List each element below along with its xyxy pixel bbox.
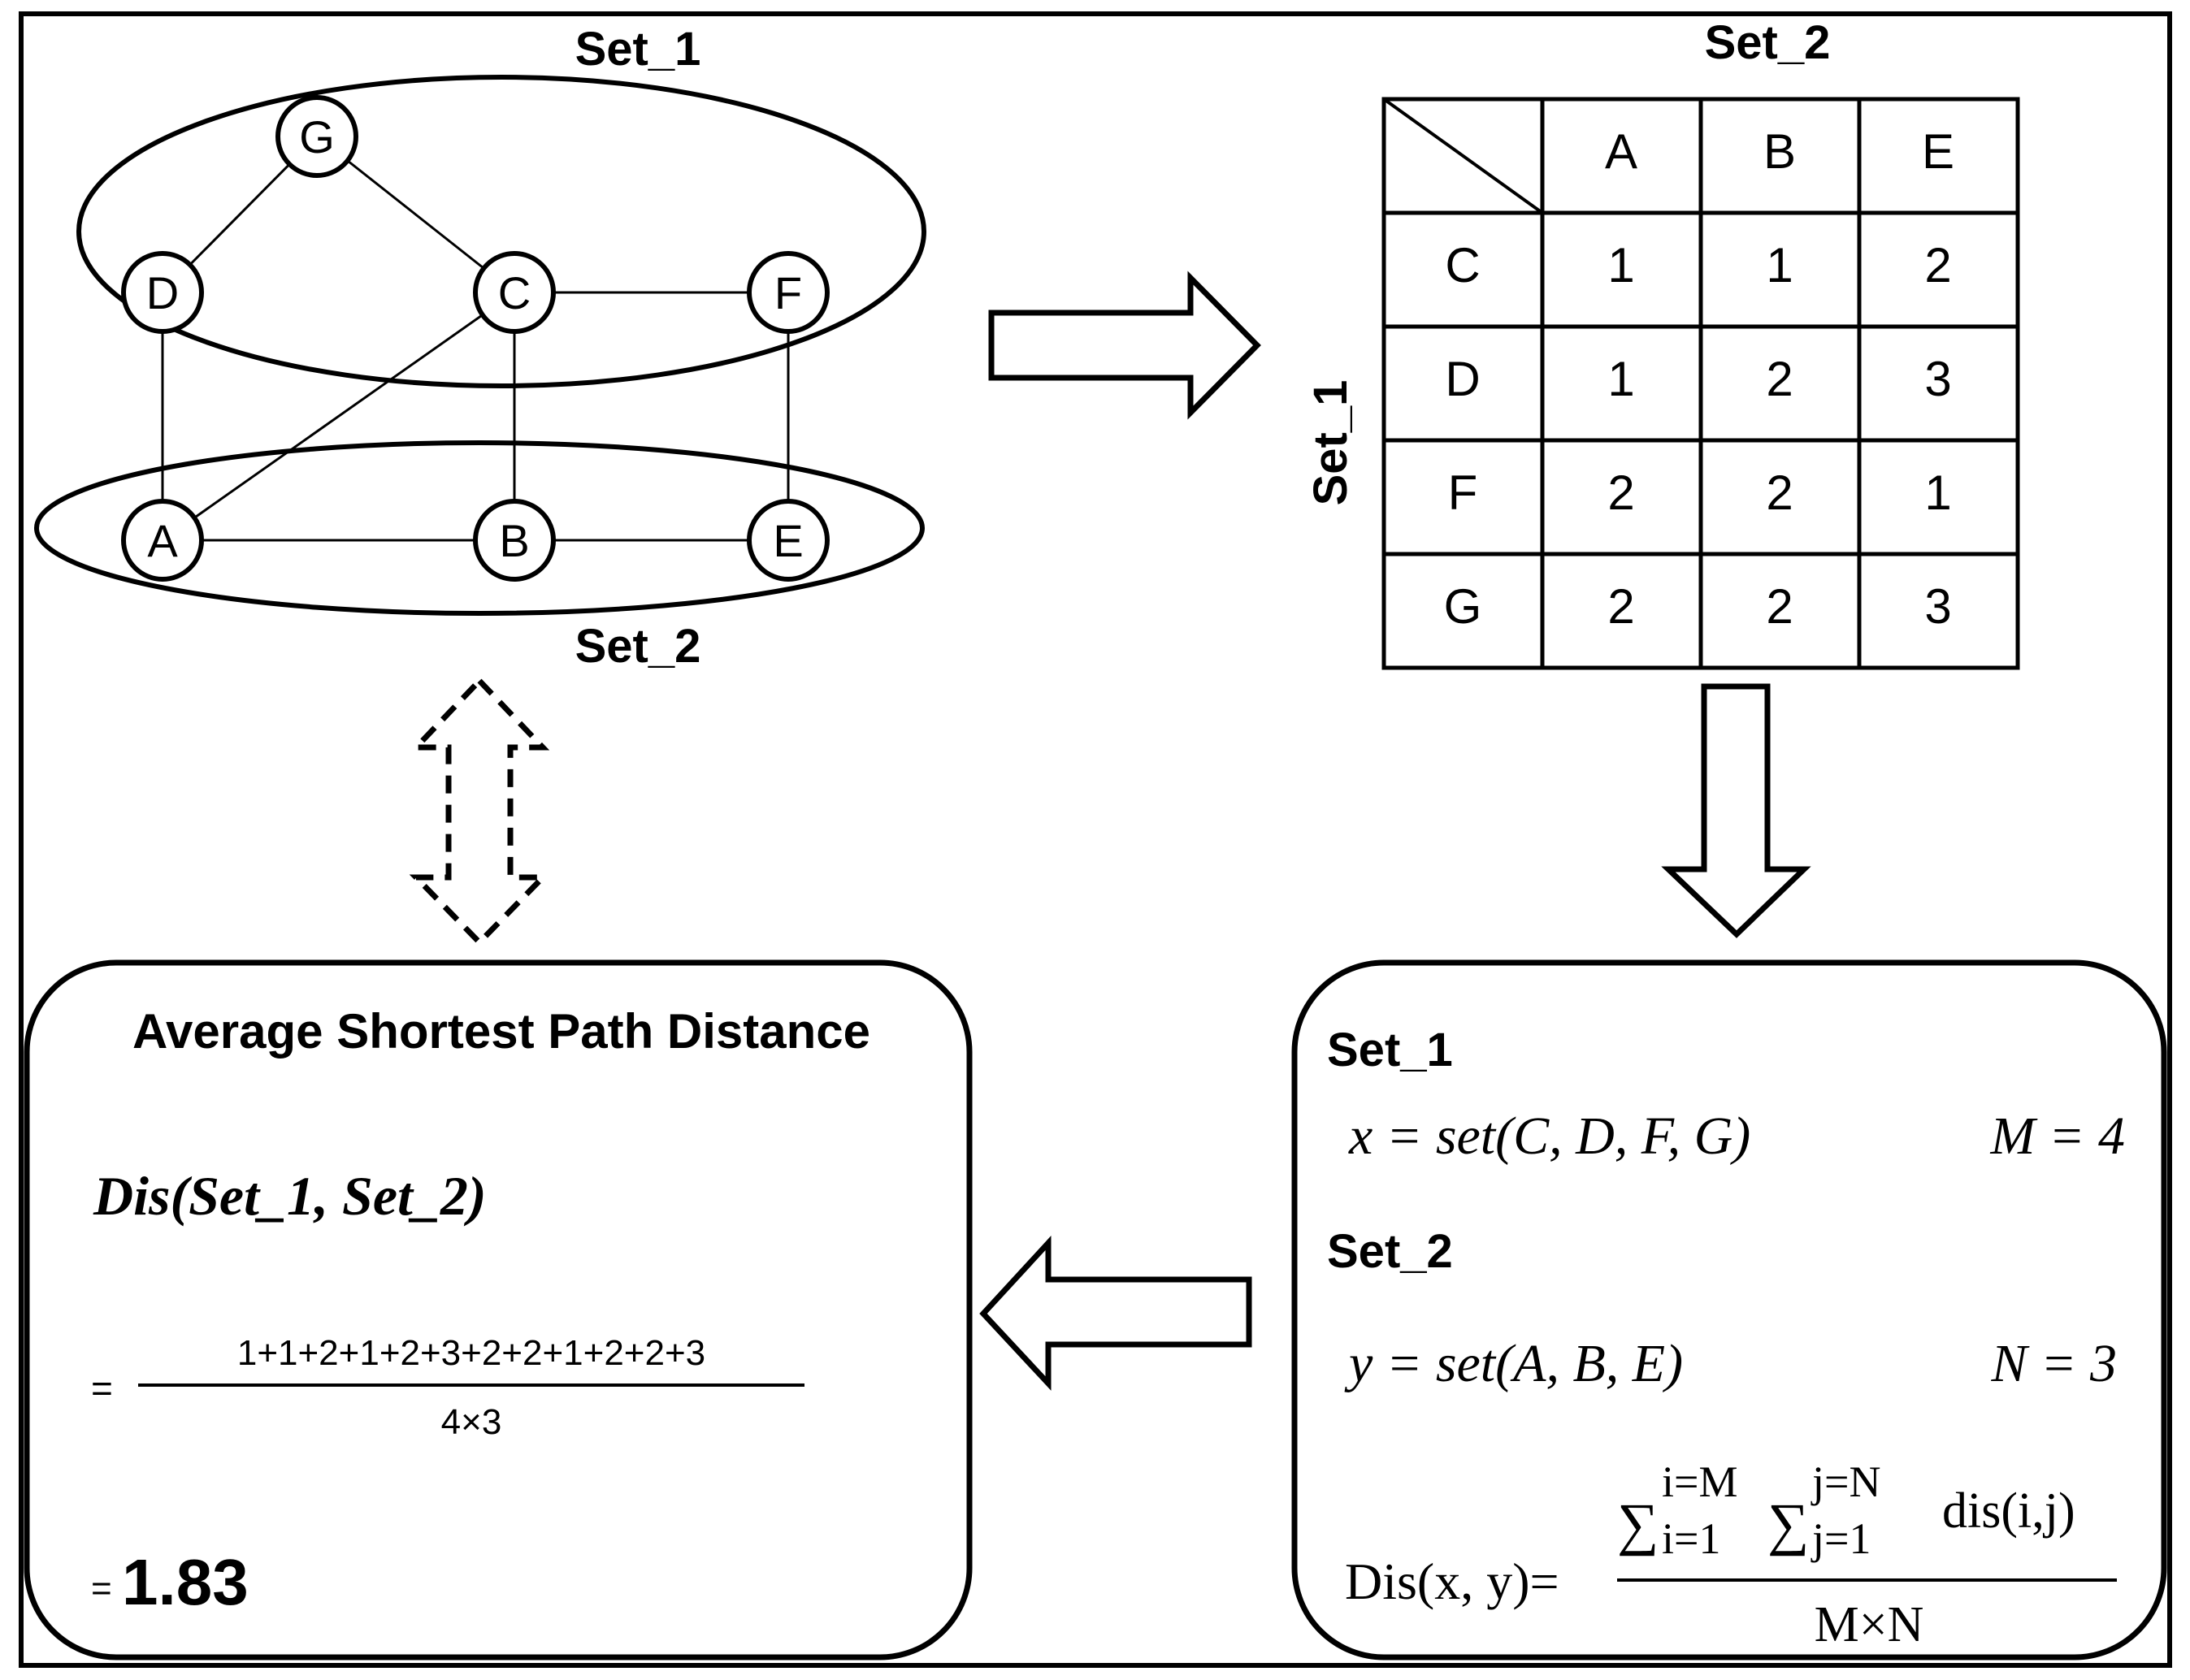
edge-g-c xyxy=(316,135,515,294)
table-row: C 1 1 2 xyxy=(1445,238,1951,292)
sum-symbol-j: ∑ xyxy=(1767,1492,1809,1557)
distance-table: Set_2 Set_1 A B E C 1 1 2 D 1 2 xyxy=(1304,16,2020,670)
edge-c-a xyxy=(162,291,515,542)
table-row-header: F xyxy=(1448,465,1478,520)
node-label: D xyxy=(146,267,179,318)
table-row-header: D xyxy=(1445,352,1480,406)
table-cell: 2 xyxy=(1607,465,1634,520)
result-equals-sign: = xyxy=(91,1569,112,1609)
result-value: 1.83 xyxy=(122,1546,249,1618)
definition-box: Set_1 x = set(C, D, F, G) M = 4 Set_2 y … xyxy=(1291,959,2167,1661)
table-cell: 1 xyxy=(1607,238,1634,292)
arrow-right-icon xyxy=(988,271,1261,420)
sum-j-lower: j=1 xyxy=(1811,1514,1871,1563)
node-label: F xyxy=(774,267,802,318)
node-label: C xyxy=(498,267,531,318)
table-top-label: Set_2 xyxy=(1705,16,1831,69)
result-title: Average Shortest Path Distance xyxy=(132,1004,870,1059)
table-row: D 1 2 3 xyxy=(1445,352,1951,406)
node-label: G xyxy=(299,111,335,162)
y-definition: y = set(A, B, E) xyxy=(1344,1334,1683,1393)
table-cell: 2 xyxy=(1607,579,1634,634)
n-definition: N = 3 xyxy=(1990,1334,2117,1393)
set2-ellipse xyxy=(34,440,925,616)
table-grid xyxy=(1382,97,2018,668)
graph-node-g: G xyxy=(275,95,358,178)
arrow-down-icon xyxy=(1661,683,1811,938)
node-label: E xyxy=(773,515,803,566)
table-row: F 2 2 1 xyxy=(1448,465,1952,520)
table-cell: 2 xyxy=(1924,238,1951,292)
set1-label: Set_1 xyxy=(575,23,701,76)
equals-sign: = xyxy=(91,1367,113,1409)
set1-heading: Set_1 xyxy=(1327,1024,1453,1076)
dis-term: dis(i,j) xyxy=(1942,1483,2075,1539)
table-col-header: B xyxy=(1763,124,1796,179)
table-cell: 3 xyxy=(1924,579,1951,634)
graph-node-b: B xyxy=(473,499,556,582)
graph-panel: Set_1 Set_2 G D C F xyxy=(34,23,926,673)
x-definition: x = set(C, D, F, G) xyxy=(1348,1106,1750,1166)
sum-denominator: 4×3 xyxy=(441,1402,502,1442)
graph-edges xyxy=(161,135,790,542)
set2-heading: Set_2 xyxy=(1327,1225,1453,1278)
table-cell: 1 xyxy=(1607,352,1634,406)
definition-box-border xyxy=(1291,959,2167,1661)
table-cell: 2 xyxy=(1766,352,1793,406)
graph-node-e: E xyxy=(747,499,830,582)
set1-ellipse xyxy=(76,75,926,388)
formula-denominator: M×N xyxy=(1815,1597,1924,1652)
node-label: A xyxy=(147,515,178,566)
table-row: G 2 2 3 xyxy=(1444,579,1952,634)
table-cell: 1 xyxy=(1766,238,1793,292)
table-side-label: Set_1 xyxy=(1304,380,1357,506)
table-cell: 2 xyxy=(1766,579,1793,634)
sum-i-lower: i=1 xyxy=(1662,1514,1720,1563)
table-col-header: A xyxy=(1605,124,1637,179)
table-cell: 3 xyxy=(1924,352,1951,406)
table-cell: 2 xyxy=(1766,465,1793,520)
set2-label: Set_2 xyxy=(575,620,701,673)
sum-j-upper: j=N xyxy=(1811,1457,1880,1506)
sum-symbol-i: ∑ xyxy=(1617,1492,1659,1557)
result-box: Average Shortest Path Distance Dis(Set_1… xyxy=(24,959,973,1661)
dis-expression: Dis(Set_1, Set_2) xyxy=(93,1165,487,1227)
outer-frame xyxy=(19,11,2172,1668)
node-label: B xyxy=(499,515,529,566)
graph-node-a: A xyxy=(121,499,204,582)
table-row-header: C xyxy=(1445,238,1480,292)
dis-function-args: (Set_1, Set_2) xyxy=(170,1165,486,1227)
m-definition: M = 4 xyxy=(1989,1106,2125,1166)
result-box-border xyxy=(24,959,973,1661)
sum-numerator: 1+1+2+1+2+3+2+2+1+2+2+3 xyxy=(237,1333,705,1373)
graph-node-c: C xyxy=(473,251,556,334)
arrow-left-icon xyxy=(979,1236,1252,1391)
dashed-double-arrow-icon xyxy=(409,676,550,947)
graph-node-f: F xyxy=(747,251,830,334)
dis-function-name: Dis xyxy=(93,1165,170,1227)
table-row-header: G xyxy=(1444,579,1482,634)
formula-lhs: Dis(x, y)= xyxy=(1345,1552,1559,1610)
sum-i-upper: i=M xyxy=(1662,1457,1737,1506)
table-cell: 1 xyxy=(1924,465,1951,520)
graph-node-d: D xyxy=(121,251,204,334)
table-corner-diagonal xyxy=(1382,97,1544,214)
table-col-header: E xyxy=(1922,124,1954,179)
